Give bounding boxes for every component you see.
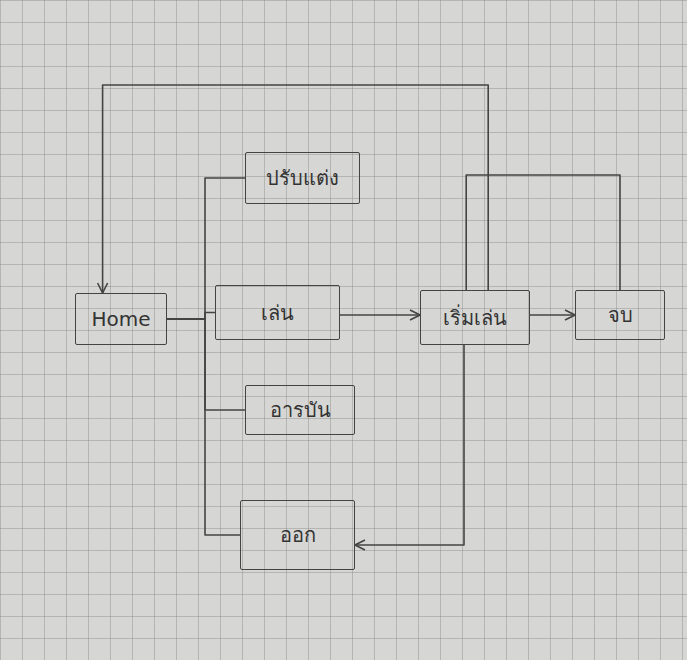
flow-connector <box>355 345 464 545</box>
process-box: เล่น <box>215 285 340 340</box>
flow-connector <box>340 314 420 316</box>
flow-connector <box>103 85 489 293</box>
box-label: ปรับแต่ง <box>266 166 339 190</box>
process-box: ออก <box>240 500 355 570</box>
connector-group <box>103 85 620 545</box>
process-box: Home <box>75 293 167 345</box>
box-label: เริ่มเล่น <box>443 306 507 330</box>
box-label: จบ <box>608 303 633 327</box>
box-label: เล่น <box>261 301 294 325</box>
box-label: อารบัน <box>270 398 331 422</box>
box-label: Home <box>91 307 150 331</box>
process-box: จบ <box>575 290 665 340</box>
process-box: ปรับแต่ง <box>245 152 360 204</box>
flow-connector <box>167 313 215 320</box>
flow-connector <box>167 178 245 319</box>
flow-connector <box>167 319 240 535</box>
flow-connector <box>167 319 245 410</box>
flow-connector <box>466 175 620 290</box>
box-label: ออก <box>280 523 316 547</box>
flow-connector <box>530 314 575 316</box>
process-box: เริ่มเล่น <box>420 290 530 345</box>
process-box: อารบัน <box>245 385 355 435</box>
